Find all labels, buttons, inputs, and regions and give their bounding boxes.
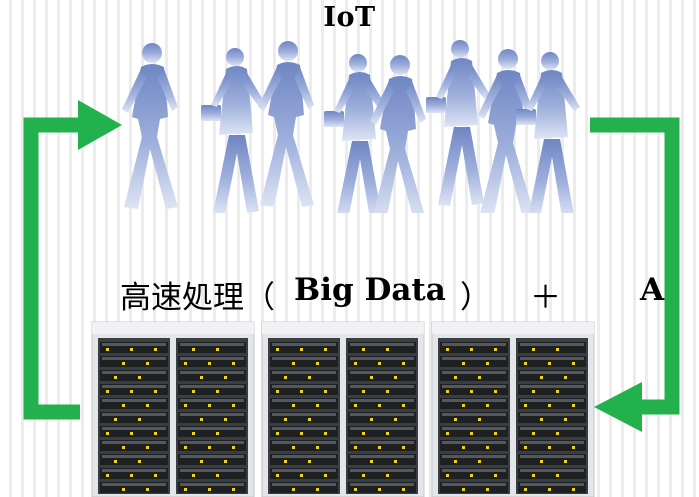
caption-high-speed-processing: 高速処理（ xyxy=(120,280,275,316)
iot-title: IoT xyxy=(323,2,376,33)
caption-plus: ＋ xyxy=(530,280,561,316)
caption-big-data: Big Data xyxy=(294,272,446,308)
caption-close-paren: ） xyxy=(460,280,491,316)
server-cabinet xyxy=(91,321,255,497)
server-cabinet xyxy=(431,321,595,497)
walking-people-icon xyxy=(122,40,580,213)
caption-ai: AI xyxy=(640,272,679,308)
server-racks-icon xyxy=(91,321,595,497)
server-cabinet xyxy=(261,321,425,497)
caption: 高速処理（ Big Data ） ＋ AI xyxy=(120,272,699,322)
